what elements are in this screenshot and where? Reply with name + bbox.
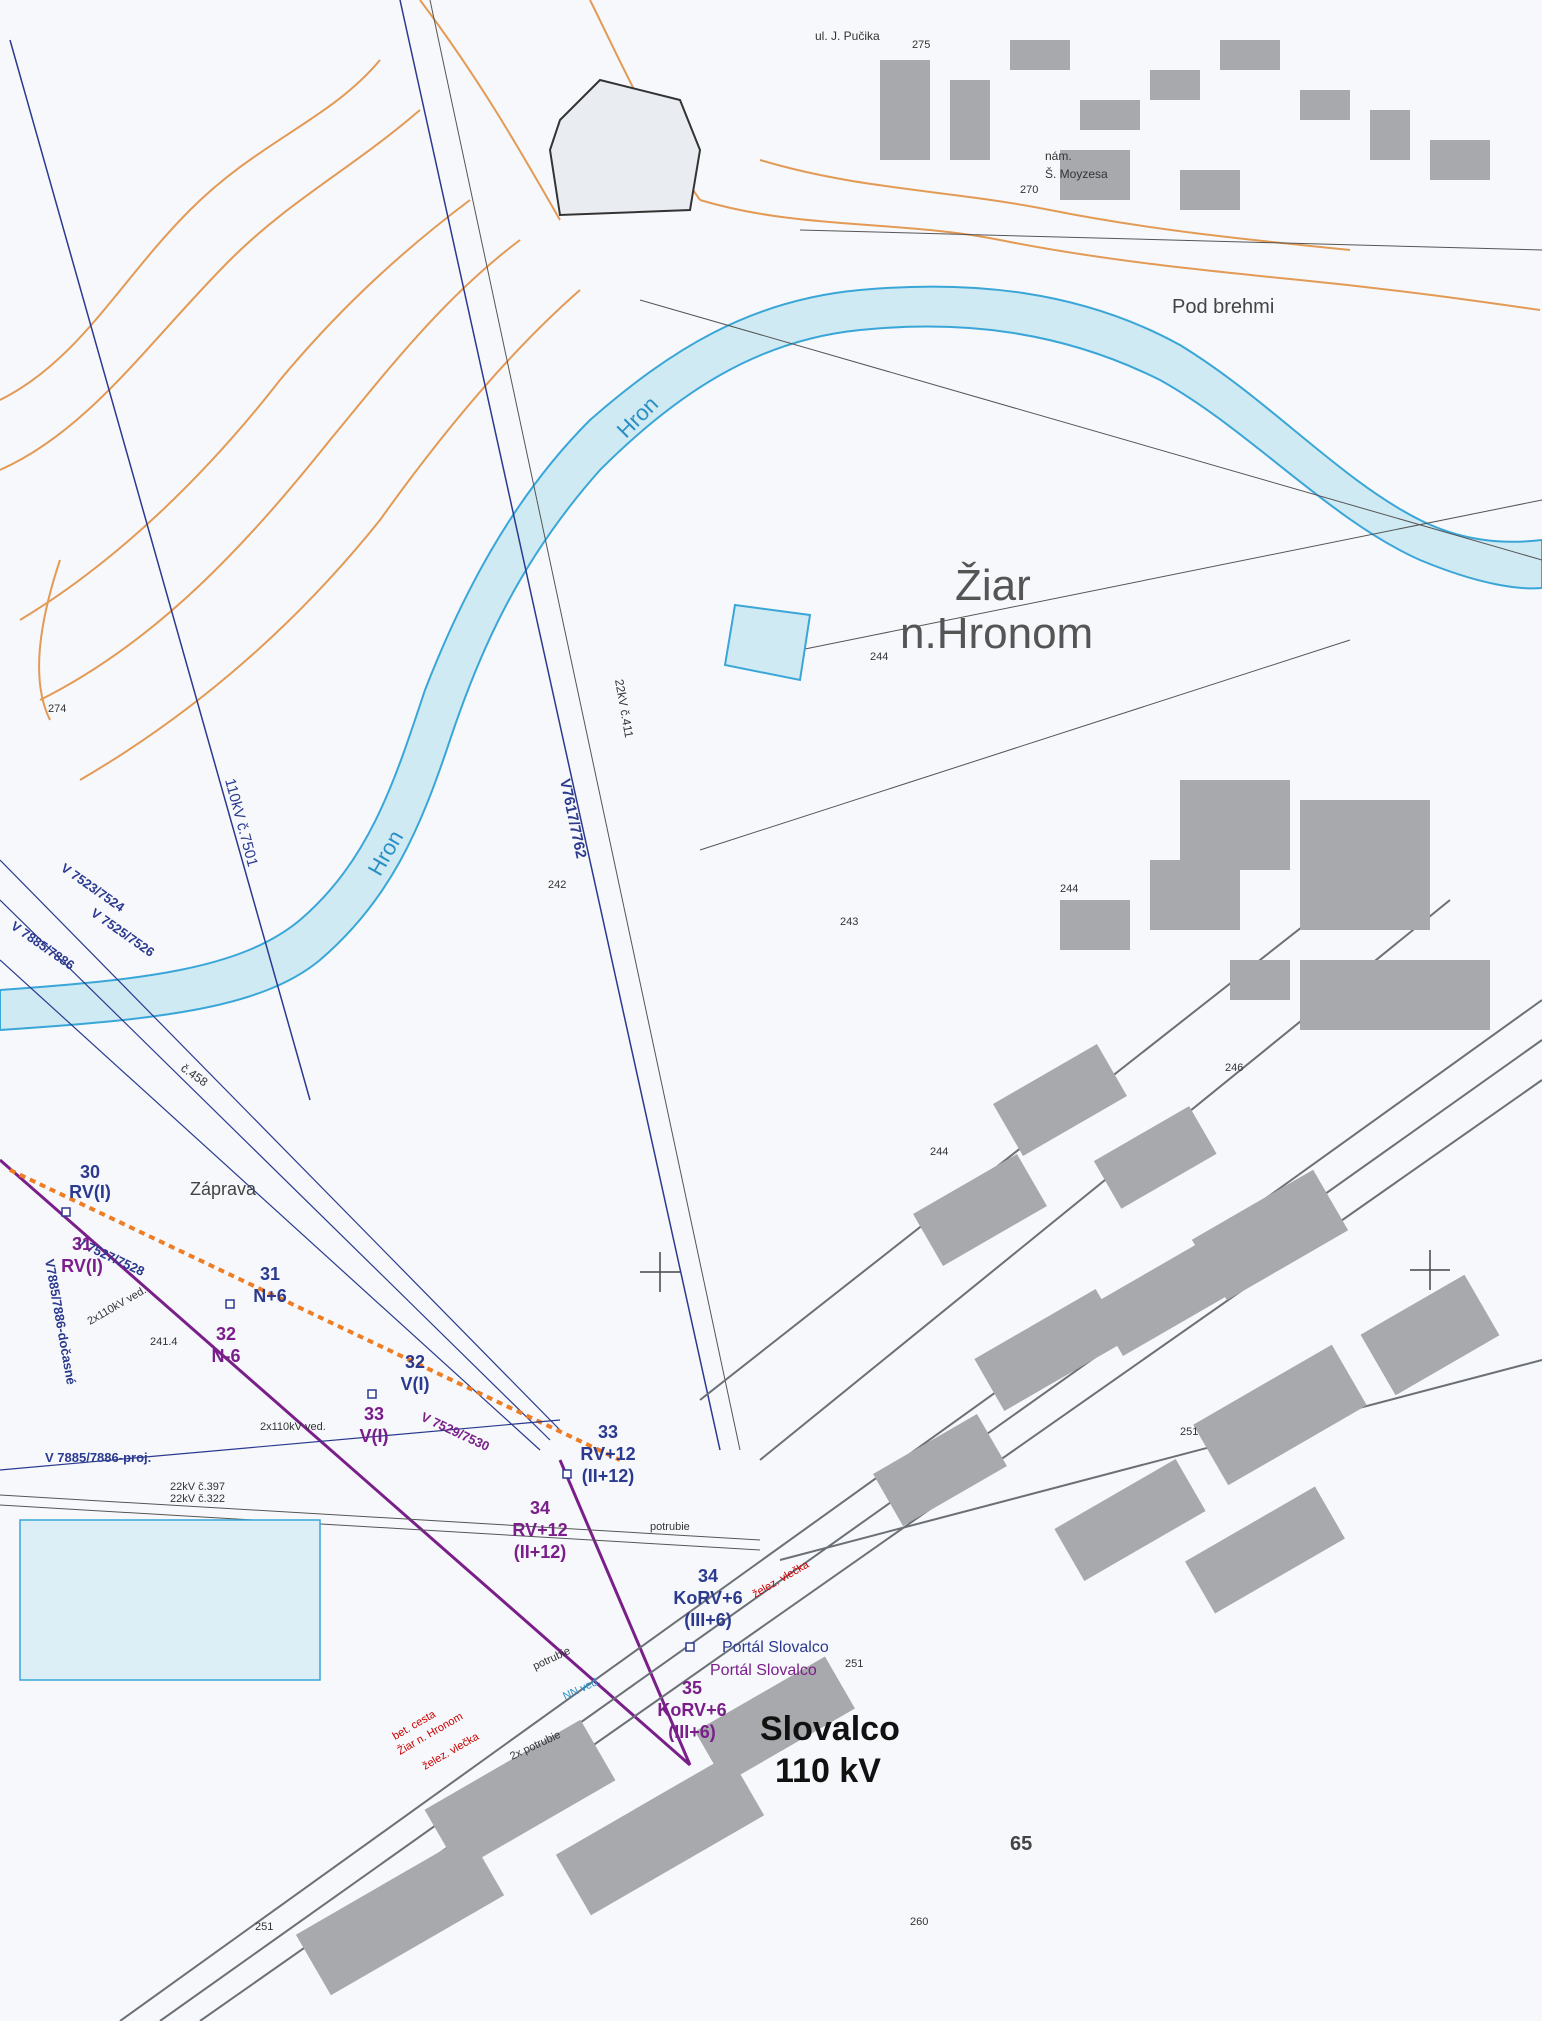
cemetery-area xyxy=(548,78,702,217)
tower-35-type: KoRV+6 xyxy=(657,1700,726,1720)
tower-34a-extra: (II+12) xyxy=(514,1542,567,1562)
reservoir xyxy=(723,603,812,682)
tower-32a-type: N-6 xyxy=(211,1346,240,1366)
tower-32b-type: V(I) xyxy=(401,1374,430,1394)
substation-label-1: Slovalco xyxy=(760,1710,900,1748)
tower-marker xyxy=(225,1299,235,1309)
line-label-2x110kv-b: 2x110kV ved. xyxy=(260,1421,326,1433)
line-label-22kv-322: 22kV č.322 xyxy=(170,1493,225,1505)
elevation-label: 242 xyxy=(548,879,566,891)
tower-marker xyxy=(562,1469,572,1479)
grid-crosses xyxy=(640,1250,1450,1292)
tower-33a-number: 33 xyxy=(364,1404,384,1424)
elevation-label: 251 xyxy=(1180,1426,1198,1438)
elevation-label: 260 xyxy=(910,1916,928,1928)
elevation-label: 275 xyxy=(912,39,930,51)
area-label-zaprava: Záprava xyxy=(190,1179,257,1199)
tower-31b-number: 31 xyxy=(260,1264,280,1284)
elevation-label: 251 xyxy=(255,1921,273,1933)
tower-33b-type: RV+12 xyxy=(580,1444,635,1464)
tower-31b-type: N+6 xyxy=(253,1286,287,1306)
tower-35-extra: (III+6) xyxy=(668,1722,716,1742)
contour-lines xyxy=(0,0,1541,781)
tower-31a-number: 31 xyxy=(72,1234,92,1254)
tower-33a-type: V(I) xyxy=(360,1426,389,1446)
tower-33b-number: 33 xyxy=(598,1422,618,1442)
substation-label-2: 110 kV xyxy=(775,1752,881,1790)
tower-32b-number: 32 xyxy=(405,1352,425,1372)
line-label-potrubie-1: potrubie xyxy=(650,1521,690,1533)
elevation-label: 244 xyxy=(930,1146,948,1158)
line-label-22kv-397: 22kV č.397 xyxy=(170,1481,225,1493)
tower-32a-number: 32 xyxy=(216,1324,236,1344)
tower-31a-type: RV(I) xyxy=(61,1256,103,1276)
elevation-label: 274 xyxy=(48,703,66,715)
elevation-label: 251 xyxy=(845,1658,863,1670)
elevation-label: 243 xyxy=(840,916,858,928)
tower-34b-type: KoRV+6 xyxy=(673,1588,742,1608)
town-label-ziar: Žiar xyxy=(955,561,1031,610)
buildings xyxy=(295,40,1500,1996)
settling-pond xyxy=(19,1519,321,1681)
tower-34b-extra: (III+6) xyxy=(684,1610,732,1630)
portal-label-2: Portál Slovalco xyxy=(710,1662,817,1679)
square-label-2: Š. Moyzesa xyxy=(1045,166,1108,181)
tower-34a-type: RV+12 xyxy=(512,1520,567,1540)
tower-30-type: RV(I) xyxy=(69,1182,111,1202)
elevation-label: 241.4 xyxy=(150,1336,178,1348)
town-label-nhronom: n.Hronom xyxy=(900,609,1093,658)
elevation-labels: 275 270 274 242 243 244 244 244 246 251 … xyxy=(48,39,1243,1933)
elevation-label: 244 xyxy=(1060,883,1078,895)
portal-label-1: Portál Slovalco xyxy=(722,1639,829,1656)
line-label-v7885-proj: V 7885/7886-proj. xyxy=(45,1450,151,1465)
tower-labels: 30 RV(I) 31 RV(I) 31 N+6 32 N-6 32 V(I) … xyxy=(61,1162,742,1742)
elevation-label: 244 xyxy=(870,651,888,663)
tower-34a-number: 34 xyxy=(530,1498,550,1518)
power-lines xyxy=(0,0,1542,1767)
tower-marker xyxy=(367,1389,377,1399)
tower-markers xyxy=(61,1207,695,1652)
tower-35-number: 35 xyxy=(682,1678,702,1698)
tower-30-number: 30 xyxy=(80,1162,100,1182)
elevation-label: 270 xyxy=(1020,184,1038,196)
square-label-1: nám. xyxy=(1045,149,1072,163)
tower-34b-number: 34 xyxy=(698,1566,718,1586)
street-label-pucika: ul. J. Pučika xyxy=(815,29,880,43)
elevation-label: 246 xyxy=(1225,1062,1243,1074)
area-label-pod-brehmi: Pod brehmi xyxy=(1172,296,1274,318)
hron-river xyxy=(0,285,1542,1032)
tower-33b-extra: (II+12) xyxy=(582,1466,635,1486)
tower-marker xyxy=(685,1642,695,1652)
number-65: 65 xyxy=(1010,1833,1032,1855)
tower-marker xyxy=(61,1207,71,1217)
